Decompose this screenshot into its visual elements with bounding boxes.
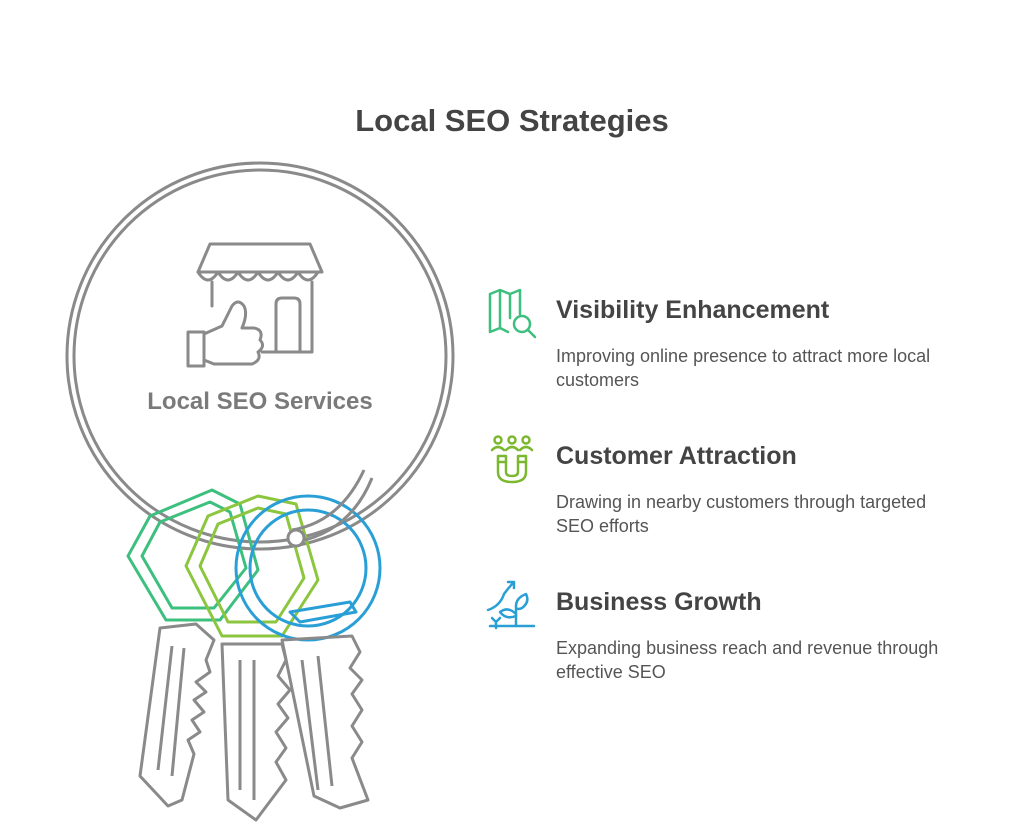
diagram-title: Local SEO Strategies xyxy=(355,103,669,138)
magnet-people-icon xyxy=(490,435,534,484)
storefront-icon xyxy=(196,242,324,354)
key-green xyxy=(126,488,260,808)
item-description: Drawing in nearby customers through targ… xyxy=(556,492,927,536)
item-description: Improving online presence to attract mor… xyxy=(556,346,931,390)
map-search-icon xyxy=(488,288,537,339)
thumbs-up-icon xyxy=(186,300,265,368)
ring-hook xyxy=(295,477,374,544)
growth-plant-icon xyxy=(486,580,536,630)
item-title: Visibility Enhancement xyxy=(556,296,830,324)
item-description: Expanding business reach and revenue thr… xyxy=(556,638,939,682)
center-label: Local SEO Services xyxy=(147,388,373,415)
key-ring-inner xyxy=(72,168,448,544)
item-title: Customer Attraction xyxy=(556,442,797,470)
key-lime xyxy=(184,494,320,822)
item-title: Business Growth xyxy=(556,588,762,616)
key-ring xyxy=(65,161,455,551)
key-blue xyxy=(234,494,382,810)
